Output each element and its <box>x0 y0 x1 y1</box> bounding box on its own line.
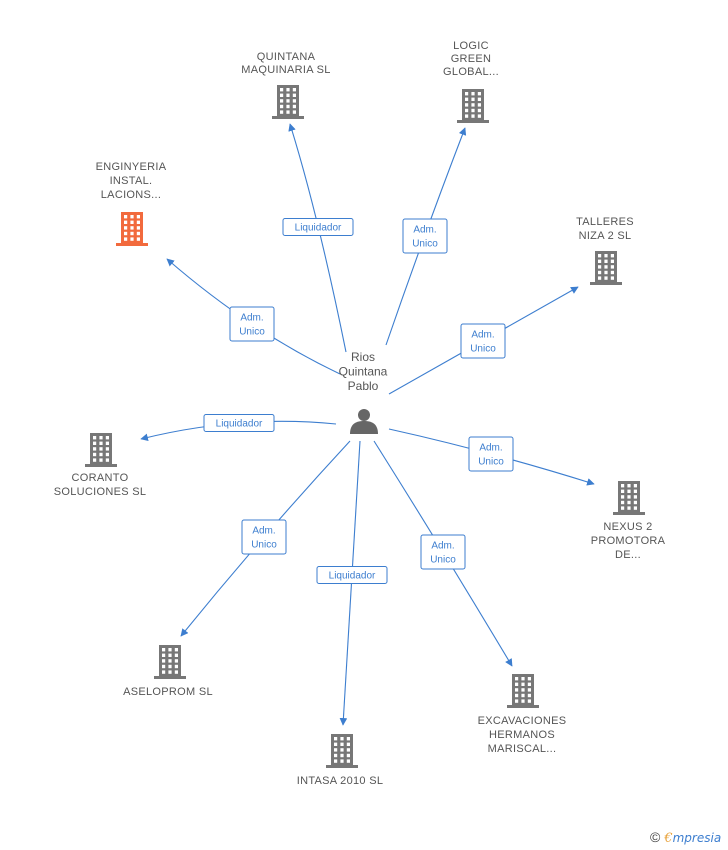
relation-edge-quintana-maquinaria <box>288 123 347 353</box>
role-text: Liquidador <box>216 419 263 430</box>
company-label-logic-green-global[interactable]: LOGICGREENGLOBAL... <box>443 40 499 78</box>
role-text: Unico <box>430 555 456 566</box>
role-text: Adm. <box>471 330 494 341</box>
building-icon[interactable] <box>507 674 539 708</box>
role-badge[interactable]: Adm. Unico <box>229 306 275 342</box>
building-icon[interactable] <box>116 212 148 246</box>
company-label-intasa-2010[interactable]: INTASA 2010 SL <box>297 775 384 787</box>
empresia-brand[interactable]: ©€mpresia <box>650 829 721 846</box>
role-text: Liquidador <box>329 571 376 582</box>
role-badge[interactable]: Adm. Unico <box>241 519 287 555</box>
person-name-line: Rios <box>351 350 375 364</box>
company-name-line: PROMOTORA <box>591 535 666 547</box>
company-name-line: TALLERES <box>576 216 634 228</box>
building-icon[interactable] <box>85 433 117 467</box>
role-text: Unico <box>251 540 277 551</box>
company-name-line: INTASA 2010 SL <box>297 775 384 787</box>
brand-initial: € <box>664 831 673 846</box>
person-name-line: Quintana <box>339 365 388 379</box>
role-badge[interactable]: Adm. Unico <box>460 323 506 359</box>
company-name-line: LACIONS... <box>101 189 161 201</box>
building-icon[interactable] <box>457 89 489 123</box>
company-name-line: QUINTANA <box>257 51 316 63</box>
building-icon[interactable] <box>326 734 358 768</box>
company-name-line: HERMANOS <box>489 729 555 741</box>
role-text: Adm. <box>431 541 454 552</box>
role-badge[interactable]: Adm. Unico <box>420 534 466 570</box>
company-name-line: GLOBAL... <box>443 66 499 78</box>
role-badge[interactable]: Liquidador <box>316 566 388 584</box>
role-text: Adm. <box>479 443 502 454</box>
company-name-line: INSTAL. <box>110 175 153 187</box>
company-label-talleres-niza[interactable]: TALLERES NIZA 2 SL <box>576 216 634 242</box>
role-text: Adm. <box>252 526 275 537</box>
role-badge[interactable]: Liquidador <box>282 218 354 236</box>
role-badge[interactable]: Adm. Unico <box>402 218 448 254</box>
building-icon[interactable] <box>613 481 645 515</box>
building-icon[interactable] <box>272 85 304 119</box>
person-name-line: Pablo <box>348 379 379 393</box>
company-name-line: ENGINYERIA <box>96 161 167 173</box>
building-icon[interactable] <box>154 645 186 679</box>
role-text: Unico <box>470 344 496 355</box>
role-badge[interactable]: Adm. Unico <box>468 436 514 472</box>
company-name-line: EXCAVACIONES <box>478 715 567 727</box>
company-name-line: SOLUCIONES SL <box>54 486 147 498</box>
person-icon[interactable] <box>350 409 378 434</box>
company-name-line: CORANTO <box>72 472 129 484</box>
role-text: Unico <box>478 457 504 468</box>
brand-name: mpresia <box>672 831 722 845</box>
company-label-coranto-soluciones[interactable]: CORANTO SOLUCIONES SL <box>54 472 147 498</box>
company-name-line: LOGIC <box>453 40 489 52</box>
role-text: Adm. <box>413 225 436 236</box>
company-label-enginyeria-instal[interactable]: ENGINYERIA INSTAL. LACIONS... <box>96 161 167 201</box>
company-name-line: NEXUS 2 <box>603 521 652 533</box>
company-label-nexus-2-promotora[interactable]: NEXUS 2 PROMOTORA DE... <box>591 521 666 561</box>
company-name-line: DE... <box>615 549 641 561</box>
role-text: Unico <box>239 327 265 338</box>
role-badge[interactable]: Liquidador <box>203 414 275 432</box>
role-text: Adm. <box>240 313 263 324</box>
company-name-line: GREEN <box>451 53 492 65</box>
company-name-line: MARISCAL... <box>488 743 557 755</box>
company-name-line: ASELOPROM SL <box>123 686 213 698</box>
company-label-excavaciones-hermanos[interactable]: EXCAVACIONES HERMANOS MARISCAL... <box>478 715 567 755</box>
building-icon[interactable] <box>590 251 622 285</box>
company-name-line: NIZA 2 SL <box>579 230 632 242</box>
role-text: Unico <box>412 239 438 250</box>
role-text: Liquidador <box>295 223 342 234</box>
copyright-symbol: © <box>650 829 661 845</box>
company-label-aseloprom[interactable]: ASELOPROM SL <box>123 686 213 698</box>
company-name-line: MAQUINARIA SL <box>241 64 330 76</box>
